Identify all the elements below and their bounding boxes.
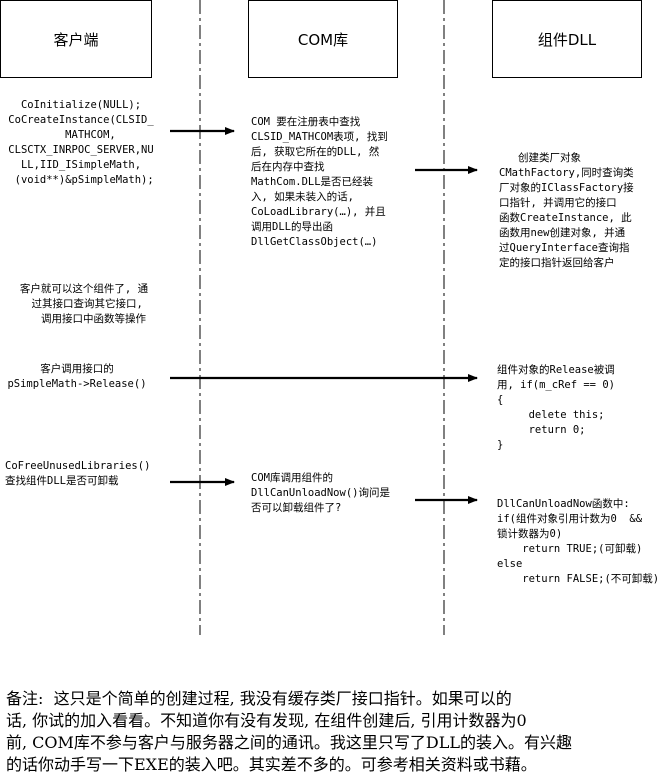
com-header-label: COM库 [297,30,349,49]
client-release-text: 客户调用接口的 pSimpleMath->Release() [7,363,147,390]
com-lookup-text: COM 要在注册表中查找 CLSID_MATHCOM表项, 找到 后, 获取它所… [251,116,388,248]
client-header-label: 客户端 [53,30,99,49]
dll-factory-text: 创建类厂对象 CMathFactory,同时查询类 厂对象的IClassFact… [499,152,634,269]
client-init-text: CoInitialize(NULL); CoCreateInstance(CLS… [8,99,154,186]
client-free-text: CoFreeUnusedLibraries() 查找组件DLL是否可卸载 [5,460,151,487]
footnote-text: 备注: 这只是个简单的创建过程, 我没有缓存类厂接口指针。如果可以的 话, 你试… [6,689,572,774]
dll-canunload-text: DllCanUnloadNow函数中: if(组件对象引用计数为0 && 锁计数… [497,498,660,585]
client-header-box: 客户端 [0,0,152,78]
dll-header-box: 组件DLL [492,0,642,78]
dll-release-text: 组件对象的Release被调 用, if(m_cRef == 0) { dele… [497,364,615,451]
client-use-text: 客户就可以这个组件了, 通 过其接口查询其它接口, 调用接口中函数等操作 [19,283,149,325]
dll-header-label: 组件DLL [537,30,597,49]
com-header-box: COM库 [248,0,398,78]
com-canunload-text: COM库调用组件的 DllCanUnloadNow()询问是 否可以卸载组件了? [251,472,390,514]
